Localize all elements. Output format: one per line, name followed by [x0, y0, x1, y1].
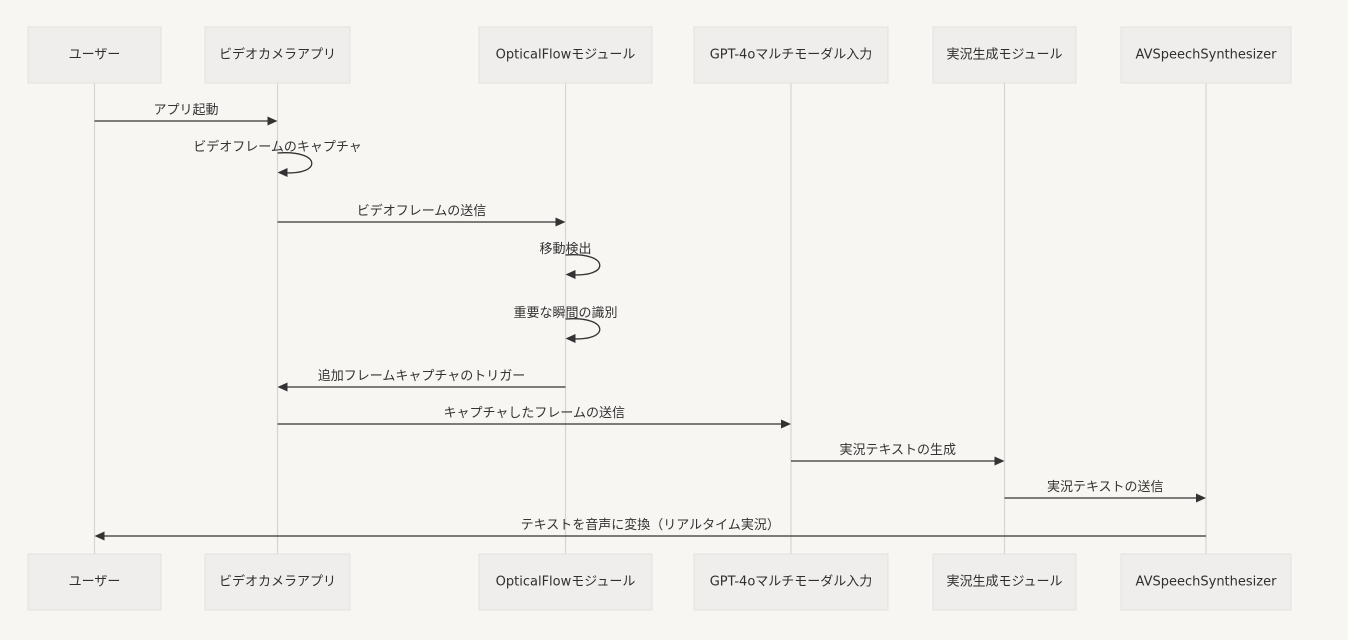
message-6: 追加フレームキャプチャのトリガー: [277, 368, 566, 392]
participant-label: GPT-4oマルチモーダル入力: [710, 48, 873, 63]
participant-box: [1120, 26, 1292, 84]
message-label: 実況テキストの生成: [839, 442, 956, 458]
message-3: ビデオフレームの送信: [277, 203, 566, 227]
arrow-head: [781, 419, 791, 429]
participant-oflow-bottom: OpticalFlowモジュール: [478, 553, 653, 611]
message-self-loop: [565, 318, 601, 340]
message-7: キャプチャしたフレームの送信: [277, 406, 791, 429]
arrow-head: [1196, 493, 1206, 503]
participant-box: [932, 553, 1077, 611]
participant-label: 実況生成モジュール: [946, 47, 1062, 63]
arrow-head: [277, 168, 288, 177]
message-label: ビデオフレームの送信: [357, 203, 487, 219]
message-1: アプリ起動: [94, 103, 278, 126]
participant-box: [27, 553, 162, 611]
participant-box: [204, 553, 351, 611]
message-label: アプリ起動: [153, 103, 218, 118]
message-label: ビデオフレームのキャプチャ: [193, 139, 361, 155]
participants-top: ユーザー ビデオカメラアプリ OpticalFlowモジュール GPT-4oマルチモー…: [27, 26, 1292, 84]
messages: アプリ起動ビデオフレームのキャプチャビデオフレームの送信移動検出重要な瞬間の識別…: [94, 103, 1206, 541]
participant-gpt-bottom: GPT-4oマルチモーダル入力: [693, 553, 889, 611]
message-label: 追加フレームキャプチャのトリガー: [318, 368, 525, 384]
arrow-head: [565, 270, 576, 279]
participant-label: 実況生成モジュール: [946, 574, 1062, 590]
message-label: 実況テキストの送信: [1047, 479, 1164, 495]
participant-user-top: ユーザー: [27, 26, 162, 84]
message-self-loop: [277, 152, 313, 174]
participant-box: [1120, 553, 1292, 611]
participant-box: [27, 26, 162, 84]
participant-box: [932, 26, 1077, 84]
participant-camera-top: ビデオカメラアプリ: [204, 26, 351, 84]
participant-box: [693, 26, 889, 84]
participant-gpt-top: GPT-4oマルチモーダル入力: [693, 26, 889, 84]
message-label: 重要な瞬間の識別: [513, 305, 617, 321]
message-2: ビデオフレームのキャプチャ: [193, 139, 362, 177]
message-label: キャプチャしたフレームの送信: [444, 406, 625, 421]
participant-label: ビデオカメラアプリ: [219, 47, 336, 63]
participant-oflow-top: OpticalFlowモジュール: [478, 26, 653, 84]
message-9: 実況テキストの送信: [1004, 479, 1206, 503]
participant-label: AVSpeechSynthesizer: [1136, 48, 1278, 63]
arrow-head: [94, 531, 105, 541]
participant-label: AVSpeechSynthesizer: [1136, 575, 1278, 590]
participant-label: OpticalFlowモジュール: [496, 48, 636, 63]
arrow-head: [555, 217, 566, 227]
participant-box: [478, 553, 653, 611]
message-10: テキストを音声に変換（リアルタイム実況）: [94, 517, 1206, 541]
participant-box: [693, 553, 889, 611]
arrow-head: [277, 382, 288, 392]
participant-box: [204, 26, 351, 84]
message-4: 移動検出: [539, 242, 601, 279]
arrow-head: [267, 116, 278, 126]
participant-box: [478, 26, 653, 84]
participant-label: ユーザー: [69, 48, 121, 63]
participant-avs-bottom: AVSpeechSynthesizer: [1120, 553, 1292, 611]
message-label: 移動検出: [539, 242, 591, 257]
message-label: テキストを音声に変換（リアルタイム実況）: [521, 517, 780, 533]
participant-label: GPT-4oマルチモーダル入力: [710, 575, 873, 590]
participant-live-bottom: 実況生成モジュール: [932, 553, 1077, 611]
participant-label: ユーザー: [69, 575, 121, 590]
message-self-loop: [565, 254, 601, 276]
participant-live-top: 実況生成モジュール: [932, 26, 1077, 84]
participant-label: ビデオカメラアプリ: [219, 574, 336, 590]
message-8: 実況テキストの生成: [791, 442, 1005, 466]
message-5: 重要な瞬間の識別: [513, 305, 618, 343]
participant-camera-bottom: ビデオカメラアプリ: [204, 553, 351, 611]
participants-bottom: ユーザー ビデオカメラアプリ OpticalFlowモジュール GPT-4oマルチモー…: [27, 553, 1292, 611]
participant-label: OpticalFlowモジュール: [496, 575, 636, 590]
arrow-head: [565, 334, 576, 343]
arrow-head: [994, 456, 1005, 466]
participant-user-bottom: ユーザー: [27, 553, 162, 611]
participant-avs-top: AVSpeechSynthesizer: [1120, 26, 1292, 84]
